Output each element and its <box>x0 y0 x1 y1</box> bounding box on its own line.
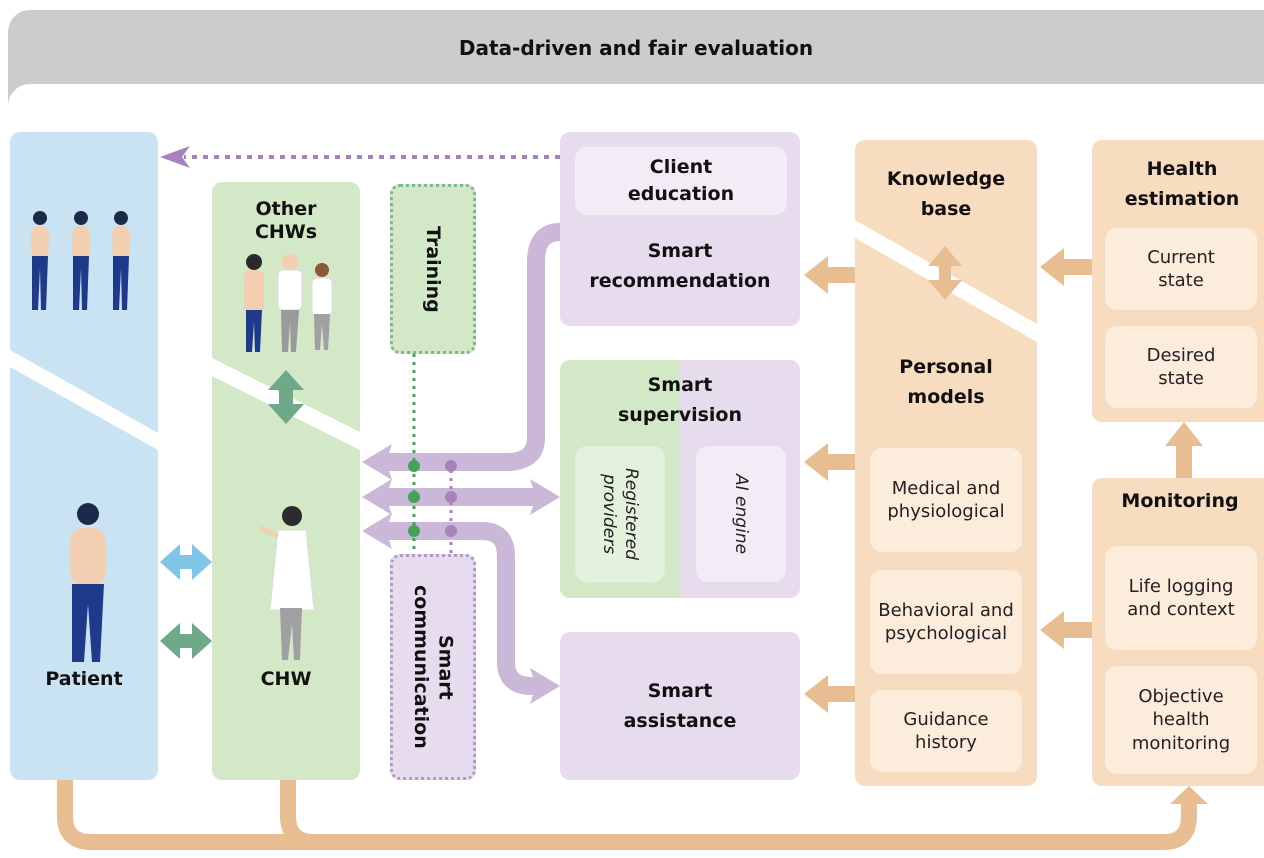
patients-group-icon <box>31 211 130 310</box>
monitoring-to-health-arrow <box>1165 422 1203 478</box>
health-estimation-label: Health estimation <box>1124 158 1240 211</box>
other-chws-figures-icon <box>244 254 333 352</box>
chw-supervision-arrowhead-left <box>362 479 392 515</box>
life-logging-label: Life logging and context <box>1127 575 1235 620</box>
patient-figure-icon <box>70 503 106 662</box>
current-state-card: Current state <box>1105 228 1257 310</box>
client-education-card: Client education <box>575 147 787 215</box>
recommendation-label: Smart recommendation <box>589 240 771 293</box>
assistance-label: Smart assistance <box>623 680 737 733</box>
behavioral-label: Behavioral and psychological <box>878 599 1014 644</box>
registered-providers-label: Registered providers <box>599 467 642 560</box>
personal-models-label: Personal models <box>899 356 993 409</box>
monitoring-label: Monitoring <box>1121 490 1239 512</box>
communication-label: Smart communication <box>410 585 457 749</box>
ai-engine-card <box>696 446 786 582</box>
supervision-label: Smart supervision <box>618 374 742 427</box>
patient-chw-blue-arrow <box>160 544 212 580</box>
client-education-to-patient-arrowhead <box>160 146 190 168</box>
assistance-to-chw-arrow <box>386 522 538 695</box>
desired-state-label: Desired state <box>1146 344 1216 389</box>
models-to-supervision-arrow <box>804 443 855 481</box>
chw-feedback-connector <box>280 780 340 850</box>
chw-supervision-arrowhead-right <box>530 479 560 515</box>
chw-to-assistance-arrowhead <box>530 668 560 704</box>
training-box <box>390 184 476 354</box>
communication-dot-1 <box>445 460 457 472</box>
training-dot-3 <box>408 525 420 537</box>
chw-panel <box>212 182 360 780</box>
registered-providers-label-wrap: Registered providers <box>575 446 665 582</box>
communication-box <box>390 554 476 780</box>
patient-panel-divider <box>10 350 158 450</box>
recommendation-to-chw-arrow <box>386 223 561 471</box>
objective-monitoring-label: Objective health monitoring <box>1131 685 1231 754</box>
health-to-knowledge-arrow <box>1040 248 1092 286</box>
medical-label: Medical and physiological <box>887 477 1005 522</box>
training-dot-1 <box>408 460 420 472</box>
patient-label: Patient <box>45 668 123 690</box>
communication-label-wrap: Smart communication <box>390 554 476 780</box>
objective-monitoring-card: Objective health monitoring <box>1105 666 1257 774</box>
medical-card: Medical and physiological <box>870 448 1022 552</box>
chw-peer-arrow <box>268 370 304 424</box>
knowledge-base-label: Knowledge base <box>886 168 1006 221</box>
other-chws-label: Other CHWs <box>254 198 318 243</box>
client-education-label: Client education <box>627 156 735 205</box>
training-dot-2 <box>408 491 420 503</box>
guidance-label: Guidance history <box>903 708 989 753</box>
recommendation-to-chw-arrowhead <box>362 444 392 480</box>
knowledge-to-recommendation-arrow <box>804 256 855 294</box>
models-to-assistance-arrow <box>804 675 855 713</box>
chw-label: CHW <box>260 668 312 690</box>
training-label-wrap: Training <box>390 184 476 354</box>
guidance-card: Guidance history <box>870 690 1022 772</box>
chw-figure-icon <box>258 506 315 660</box>
feedback-loop-arrowhead <box>1170 786 1208 804</box>
registered-providers-card <box>575 446 665 582</box>
desired-state-card: Desired state <box>1105 326 1257 408</box>
training-label: Training <box>422 225 444 313</box>
behavioral-card: Behavioral and psychological <box>870 570 1022 674</box>
ai-engine-label: AI engine <box>731 473 751 555</box>
assistance-panel <box>560 632 800 780</box>
communication-dot-2 <box>445 491 457 503</box>
knowledge-models-arrow <box>928 246 962 300</box>
monitoring-to-models-arrow <box>1040 611 1092 649</box>
current-state-label: Current state <box>1147 246 1215 291</box>
assistance-to-chw-arrowhead <box>362 513 392 549</box>
patient-chw-green-arrow <box>160 623 212 659</box>
ai-engine-label-wrap: AI engine <box>696 446 786 582</box>
life-logging-card: Life logging and context <box>1105 546 1257 650</box>
feedback-loop-arrow <box>57 780 1197 850</box>
header-title: Data-driven and fair evaluation <box>458 36 814 60</box>
communication-dot-3 <box>445 525 457 537</box>
